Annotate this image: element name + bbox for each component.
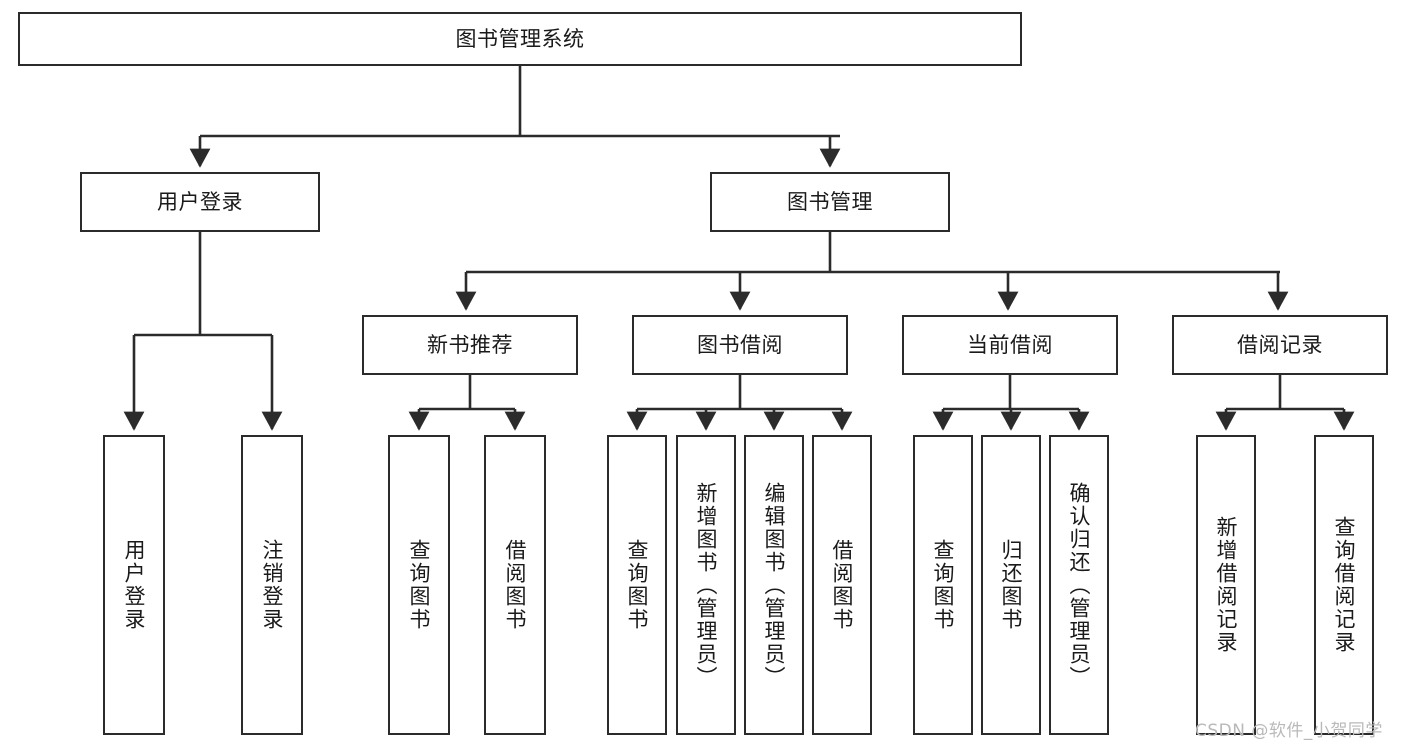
leaf-query-books-new[interactable]: 查询图书 <box>388 435 450 735</box>
node-user-login[interactable]: 用户登录 <box>80 172 320 232</box>
leaf-edit-book-admin-label: 编辑图书（管理员） <box>762 481 787 689</box>
leaf-user-login[interactable]: 用户登录 <box>103 435 165 735</box>
leaf-logout-label: 注销登录 <box>260 539 285 631</box>
leaf-return-books[interactable]: 归还图书 <box>981 435 1041 735</box>
leaf-borrow-books-new[interactable]: 借阅图书 <box>484 435 546 735</box>
leaf-query-books-borrow[interactable]: 查询图书 <box>607 435 667 735</box>
csdn-watermark: CSDN @软件_小贺同学 <box>1195 721 1383 741</box>
leaf-edit-book-admin[interactable]: 编辑图书（管理员） <box>744 435 804 735</box>
node-current-borrow[interactable]: 当前借阅 <box>902 315 1118 375</box>
leaf-user-login-label: 用户登录 <box>122 539 147 631</box>
node-root[interactable]: 图书管理系统 <box>18 12 1022 66</box>
leaf-add-book-admin-label: 新增图书（管理员） <box>694 481 719 689</box>
node-borrow-records-label: 借阅记录 <box>1237 332 1323 357</box>
node-book-borrow[interactable]: 图书借阅 <box>632 315 848 375</box>
leaf-confirm-return-admin-label: 确认归还（管理员） <box>1067 481 1092 689</box>
node-new-book-recommend[interactable]: 新书推荐 <box>362 315 578 375</box>
node-book-management-label: 图书管理 <box>787 189 873 214</box>
leaf-query-books-new-label: 查询图书 <box>407 539 432 631</box>
node-new-book-recommend-label: 新书推荐 <box>427 332 513 357</box>
node-current-borrow-label: 当前借阅 <box>967 332 1053 357</box>
leaf-borrow-books[interactable]: 借阅图书 <box>812 435 872 735</box>
leaf-query-books-borrow-label: 查询图书 <box>625 539 650 631</box>
leaf-add-book-admin[interactable]: 新增图书（管理员） <box>676 435 736 735</box>
leaf-add-borrow-record[interactable]: 新增借阅记录 <box>1196 435 1256 735</box>
node-borrow-records[interactable]: 借阅记录 <box>1172 315 1388 375</box>
node-root-label: 图书管理系统 <box>455 26 585 51</box>
leaf-logout[interactable]: 注销登录 <box>241 435 303 735</box>
leaf-add-borrow-record-label: 新增借阅记录 <box>1214 516 1239 654</box>
leaf-borrow-books-new-label: 借阅图书 <box>503 539 528 631</box>
node-book-management[interactable]: 图书管理 <box>710 172 950 232</box>
leaf-query-borrow-record-label: 查询借阅记录 <box>1332 516 1357 654</box>
leaf-return-books-label: 归还图书 <box>999 539 1024 631</box>
leaf-query-books-current-label: 查询图书 <box>931 539 956 631</box>
node-user-login-label: 用户登录 <box>157 189 243 214</box>
leaf-borrow-books-label: 借阅图书 <box>830 539 855 631</box>
leaf-query-books-current[interactable]: 查询图书 <box>913 435 973 735</box>
node-book-borrow-label: 图书借阅 <box>697 332 783 357</box>
leaf-query-borrow-record[interactable]: 查询借阅记录 <box>1314 435 1374 735</box>
leaf-confirm-return-admin[interactable]: 确认归还（管理员） <box>1049 435 1109 735</box>
